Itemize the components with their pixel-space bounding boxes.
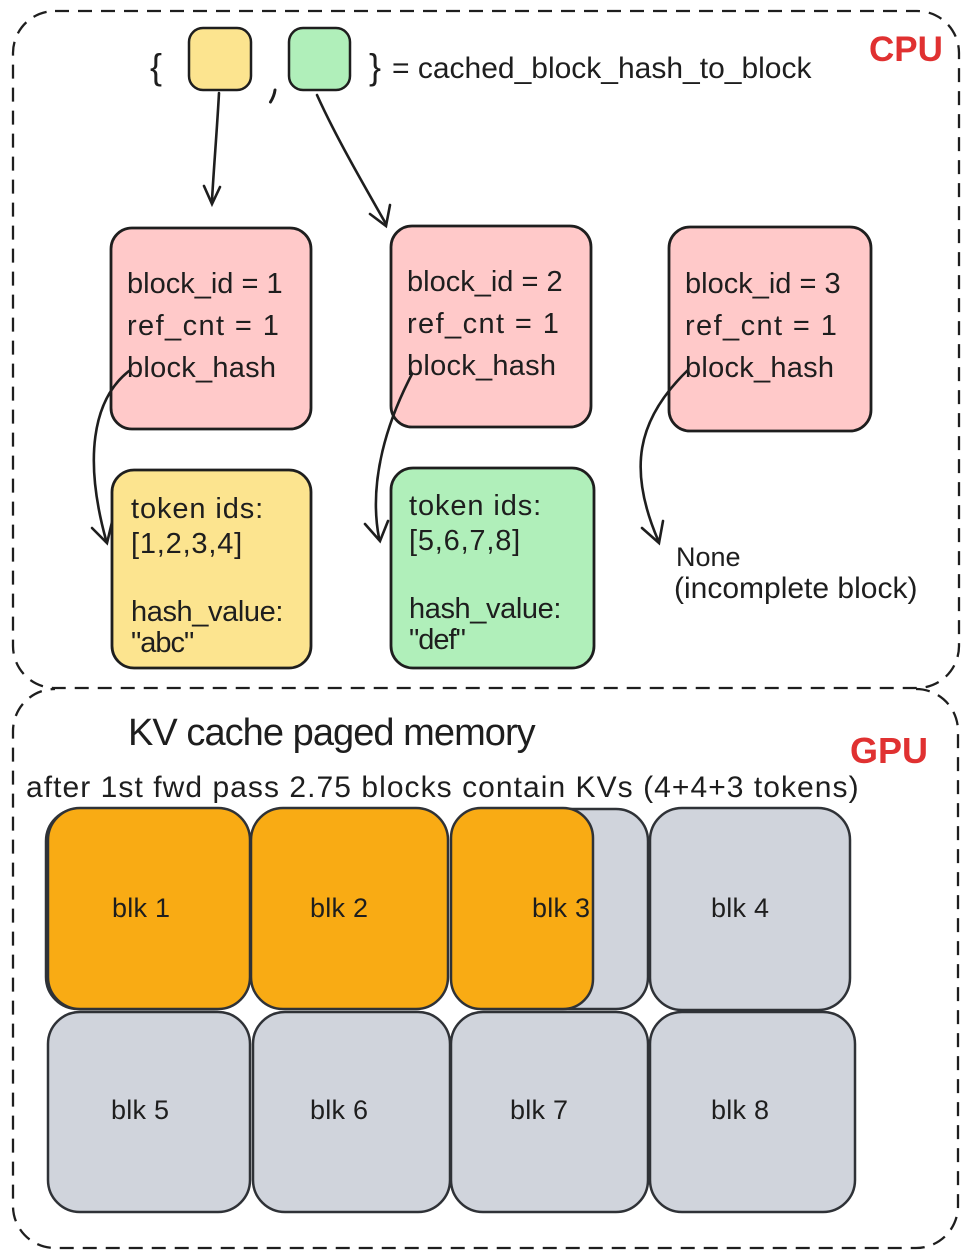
svg-text:block_hash: block_hash xyxy=(407,350,556,382)
svg-text:"abc": "abc" xyxy=(131,627,194,659)
svg-text:"def": "def" xyxy=(409,624,466,656)
svg-text:blk 7: blk 7 xyxy=(510,1095,568,1125)
svg-text:block_id = 2: block_id = 2 xyxy=(407,266,563,298)
svg-text:ref_cnt = 1: ref_cnt = 1 xyxy=(685,310,838,342)
svg-text:}: } xyxy=(369,46,381,87)
svg-text:blk 5: blk 5 xyxy=(111,1095,169,1125)
svg-text:[5,6,7,8]: [5,6,7,8] xyxy=(409,525,521,557)
svg-text:blk 4: blk 4 xyxy=(711,893,769,923)
svg-text:ref_cnt = 1: ref_cnt = 1 xyxy=(127,310,280,342)
svg-text:blk 1: blk 1 xyxy=(112,893,170,923)
svg-text:token ids:: token ids: xyxy=(409,490,542,522)
svg-text:block_id = 1: block_id = 1 xyxy=(127,268,283,300)
svg-text:hash_value:: hash_value: xyxy=(409,593,561,625)
svg-text:blk 3: blk 3 xyxy=(532,893,590,923)
svg-text:blk 6: blk 6 xyxy=(310,1095,368,1125)
svg-text:{: { xyxy=(150,46,162,87)
svg-text:[1,2,3,4]: [1,2,3,4] xyxy=(131,528,243,560)
svg-text:after 1st fwd pass 2.75 blocks: after 1st fwd pass 2.75 blocks contain K… xyxy=(26,771,860,804)
svg-text:ref_cnt = 1: ref_cnt = 1 xyxy=(407,308,560,340)
svg-text:GPU: GPU xyxy=(850,730,928,771)
svg-text:KV cache paged memory: KV cache paged memory xyxy=(128,712,536,754)
svg-text:blk 2: blk 2 xyxy=(310,893,368,923)
svg-text:token ids:: token ids: xyxy=(131,493,264,525)
svg-text:None: None xyxy=(676,542,741,572)
svg-text:CPU: CPU xyxy=(869,30,943,69)
svg-text:hash_value:: hash_value: xyxy=(131,596,283,628)
svg-text:= cached_block_hash_to_block: = cached_block_hash_to_block xyxy=(392,52,812,85)
svg-text:(incomplete block): (incomplete block) xyxy=(674,572,917,605)
svg-text:blk 8: blk 8 xyxy=(711,1095,769,1125)
svg-text:block_hash: block_hash xyxy=(685,352,834,384)
svg-text:block_hash: block_hash xyxy=(127,352,276,384)
svg-text:block_id = 3: block_id = 3 xyxy=(685,268,841,300)
